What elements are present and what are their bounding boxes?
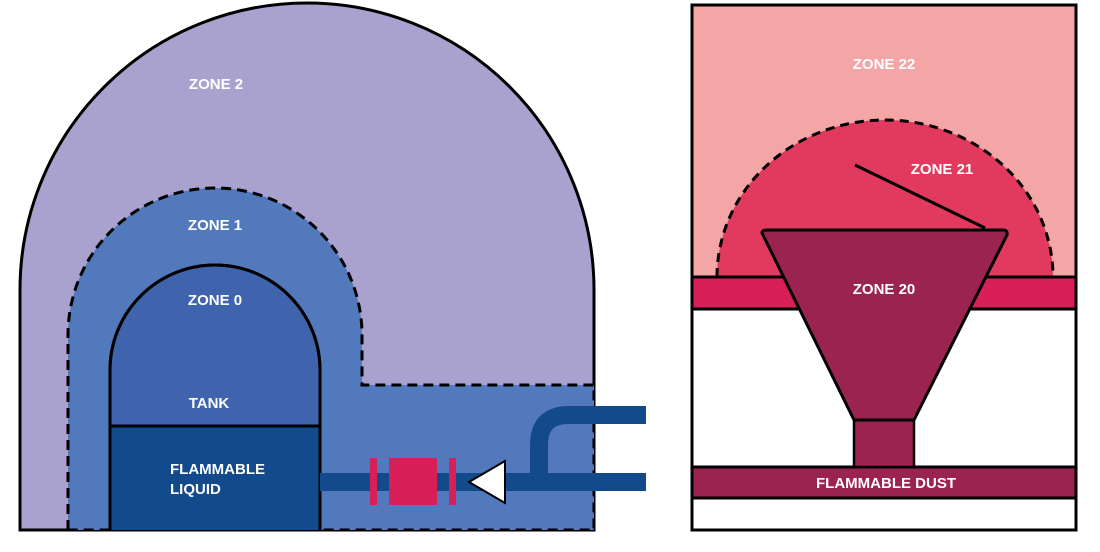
zone-1-label: ZONE 1	[188, 217, 242, 234]
zone-22-label: ZONE 22	[853, 56, 916, 73]
tank-label: TANK	[189, 395, 230, 412]
liquid-label-line1: FLAMMABLE	[170, 461, 265, 478]
flammable-dust-label: FLAMMABLE DUST	[816, 475, 956, 492]
flammable-dust-layer	[692, 467, 1076, 498]
zone-20-hopper	[760, 228, 1009, 422]
flammable-liquid	[110, 426, 320, 530]
tank-outline	[108, 263, 322, 530]
zone-21-label: ZONE 21	[911, 161, 974, 178]
gas-zones-diagram: ZONE 2 ZONE 1 ZONE 0 TANK FLAMMABLE LIQU…	[18, 1, 646, 532]
zone-0-label: ZONE 0	[188, 292, 242, 309]
flange-left	[370, 458, 377, 505]
zone-2-label: ZONE 2	[189, 76, 243, 93]
dust-zones-diagram: ZONE 22 ZONE 21 ZONE 20 FLAMMABLE DUST	[690, 3, 1078, 532]
zone-21-pointer-line	[854, 163, 986, 230]
check-valve-icon	[467, 459, 506, 505]
dust-diagram-frame	[690, 3, 1078, 532]
zone-21-boundary	[715, 118, 1055, 278]
liquid-label-line2: LIQUID	[170, 481, 221, 498]
zone-20-label: ZONE 20	[853, 281, 916, 298]
flange-right	[449, 458, 456, 505]
valve-body	[389, 458, 437, 505]
hopper-outlet	[852, 418, 916, 469]
bent-pipe	[530, 406, 646, 485]
